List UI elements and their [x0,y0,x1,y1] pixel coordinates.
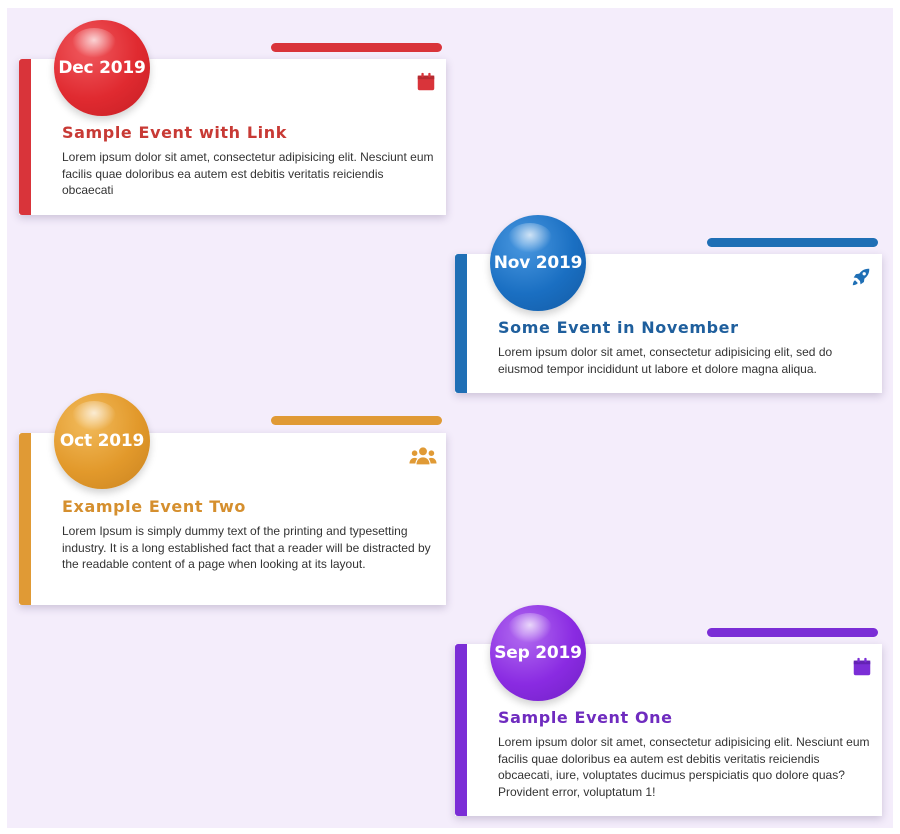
event-date: Sep 2019 [494,643,582,663]
event-title[interactable]: Sample Event One [498,708,673,727]
badge-highlight [72,28,116,58]
event-description: Lorem Ipsum is simply dummy text of the … [62,524,431,571]
users-icon [409,445,437,467]
event-top-bar [707,628,878,637]
event-date: Oct 2019 [59,431,145,451]
event-top-bar [271,416,442,425]
event-description: Lorem ipsum dolor sit amet, consectetur … [498,345,833,376]
event-date-badge: Nov 2019 [490,215,586,311]
badge-highlight [508,613,552,643]
event-date: Nov 2019 [493,253,583,273]
rocket-icon [850,266,872,288]
event-accent-stripe [455,254,467,393]
badge-highlight [72,401,116,431]
event-description: Lorem ipsum dolor sit amet, consectetur … [498,735,870,799]
event-title[interactable]: Some Event in November [498,318,739,337]
calendar-icon [415,71,437,93]
event-top-bar [707,238,878,247]
timeline-container: Sample Event with Link Lorem ipsum dolor… [7,8,893,828]
event-description: Lorem ipsum dolor sit amet, consectetur … [62,150,434,197]
event-title[interactable]: Example Event Two [62,497,247,516]
badge-highlight [508,223,552,253]
event-date-badge: Sep 2019 [490,605,586,701]
event-accent-stripe [19,433,31,605]
calendar-icon [851,656,873,678]
event-card: Sample Event with Link Lorem ipsum dolor… [19,59,446,215]
event-accent-stripe [19,59,31,215]
event-date-badge: Oct 2019 [54,393,150,489]
event-date: Dec 2019 [58,58,146,78]
event-card: Sample Event One Lorem ipsum dolor sit a… [455,644,882,816]
event-top-bar [271,43,442,52]
event-title[interactable]: Sample Event with Link [62,123,287,142]
event-date-badge: Dec 2019 [54,20,150,116]
event-accent-stripe [455,644,467,816]
